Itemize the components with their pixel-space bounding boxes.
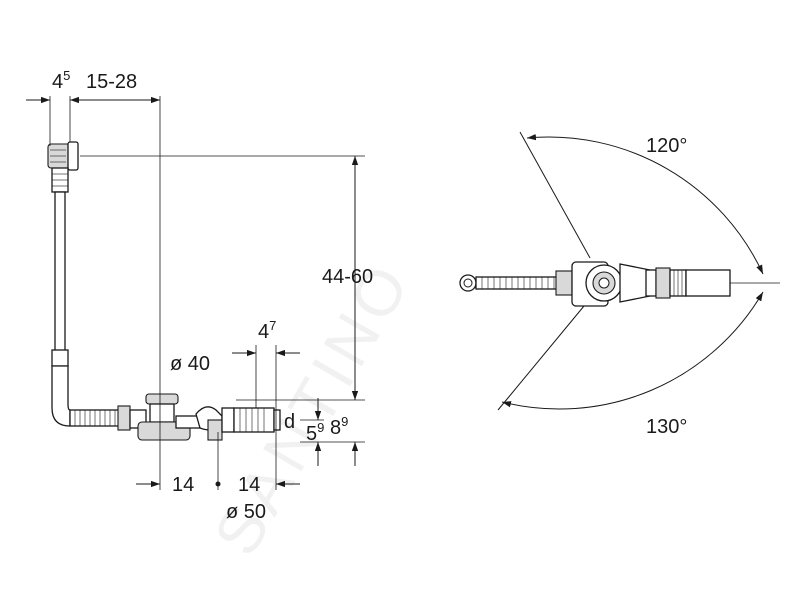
dim-label-dia-40: ø 40 xyxy=(170,353,210,375)
outlet-nut xyxy=(655,267,671,299)
swing-arc-bottom xyxy=(501,291,764,410)
dim-label-dia-50: ø 50 xyxy=(226,501,266,523)
swing-arc-top xyxy=(526,134,764,275)
dim-label-44-60: 44-60 xyxy=(322,266,373,288)
pipe-coupling xyxy=(51,349,69,367)
angle-label-top: 120° xyxy=(646,135,687,157)
drain-body xyxy=(129,393,281,441)
outlet-pipe xyxy=(685,269,731,297)
dim-label-4-5: 45 xyxy=(52,68,70,93)
vertical-pipe xyxy=(54,191,66,353)
dim-label-14-right: 14 xyxy=(238,474,260,496)
dim-label-15-28: 15-28 xyxy=(86,71,137,93)
angle-label-bottom: 130° xyxy=(646,416,687,438)
top-view xyxy=(459,131,780,411)
dim-label-14-left: 14 xyxy=(172,474,194,496)
side-view xyxy=(26,96,365,490)
dim-label-d: d xyxy=(284,411,295,433)
valve-collar xyxy=(645,269,657,297)
dim-label-5-9: 59 xyxy=(306,420,324,445)
horizontal-hose xyxy=(69,405,131,431)
dim-label-4-7: 47 xyxy=(258,318,276,343)
overflow-head xyxy=(47,141,79,193)
dim-label-8-9: 89 xyxy=(330,414,348,439)
pipe-elbow xyxy=(51,365,71,427)
hose-nut xyxy=(555,270,573,296)
